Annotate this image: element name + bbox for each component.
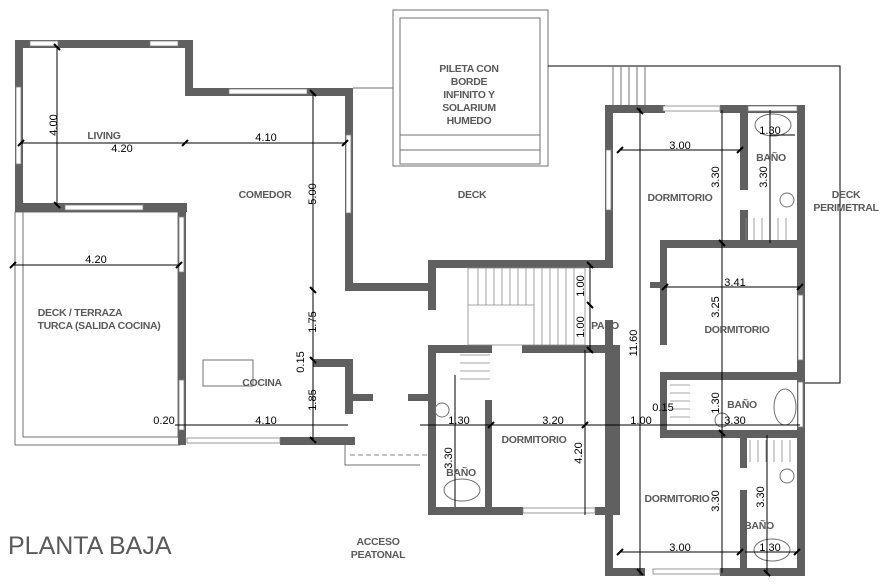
dim-dorm4-w: 3.00 [669, 542, 690, 554]
label-dormitorio-3: DORMITORIO [501, 434, 566, 446]
label-pool-3: INFINITO Y [443, 89, 495, 101]
dim-dorm3-w: 3.20 [542, 415, 563, 427]
pool-outline [353, 9, 549, 167]
label-acceso-1: ACCESO [356, 536, 399, 548]
dim-dorm2-h: 3.25 [710, 296, 722, 317]
dim-bano1-h: 3.30 [758, 166, 770, 187]
dim-deck-w: 4.20 [85, 254, 106, 266]
dim-paso-100b: 1.00 [575, 316, 587, 337]
dim-100: 1.00 [630, 415, 651, 427]
label-deck-terraza-2: TURCA (SALIDA COCINA) [38, 320, 161, 332]
dim-dorm4-h: 3.30 [710, 490, 722, 511]
label-deck-perimetral-1: DECK [832, 189, 861, 201]
label-living: LIVING [87, 130, 120, 142]
dim-cocina-185: 1.85 [307, 389, 319, 410]
dim-comedor-w: 4.10 [255, 132, 276, 144]
dimension-labels: 4.00 4.20 4.10 5.00 4.20 1.75 0.15 1.85 … [48, 114, 781, 554]
room-labels: LIVING COMEDOR COCINA DECK / TERRAZA TUR… [38, 63, 880, 561]
dim-cocina-015: 0.15 [295, 351, 307, 372]
label-dormitorio-1: DORMITORIO [647, 192, 712, 204]
dimension-ticks [9, 43, 804, 577]
label-dormitorio-2: DORMITORIO [704, 324, 769, 336]
label-bano-4: BAÑO [744, 519, 774, 532]
windows [15, 40, 804, 575]
deck-perimetral-outline [548, 65, 841, 384]
label-pool-5: HUMEDO [447, 115, 492, 127]
plan-title: PLANTA BAJA [8, 532, 172, 560]
dim-bano4-w: 1.30 [759, 542, 780, 554]
label-pool-2: BORDE [451, 76, 488, 88]
dim-bano2-h: 1.30 [710, 392, 722, 413]
dim-bano2-w: 3.30 [724, 415, 745, 427]
label-pool-4: SOLARIUM [442, 102, 496, 114]
stairs [202, 113, 797, 562]
label-acceso-2: PEATONAL [351, 549, 406, 561]
label-bano-3: BAÑO [446, 466, 476, 479]
label-bano-1: BAÑO [756, 151, 786, 164]
label-paso: PASO [591, 320, 619, 332]
dim-living-h: 4.00 [48, 114, 60, 135]
label-bano-2: BAÑO [727, 398, 757, 411]
dimension-lines [12, 47, 800, 575]
dim-cocina-175: 1.75 [307, 311, 319, 332]
dim-015: 0.15 [652, 402, 673, 414]
label-deck: DECK [458, 189, 487, 201]
dim-bano4-h: 3.30 [755, 486, 767, 507]
label-pool-1: PILETA CON [439, 63, 498, 75]
label-cocina: COCINA [242, 377, 282, 389]
dim-cocina-w: 4.10 [255, 415, 276, 427]
dim-paso-100a: 1.00 [575, 275, 587, 296]
dim-living-w: 4.20 [111, 143, 132, 155]
dim-bano3-h: 3.30 [443, 447, 455, 468]
dim-dorm1-h: 3.30 [710, 166, 722, 187]
label-comedor: COMEDOR [239, 189, 292, 201]
deck-terraza-outline [14, 211, 428, 466]
dim-cocina-020: 0.20 [153, 415, 174, 427]
dim-dorm3-h: 4.20 [573, 442, 585, 463]
label-dormitorio-4: DORMITORIO [644, 493, 709, 505]
dim-dorm1-w: 3.00 [669, 140, 690, 152]
label-deck-terraza-1: DECK / TERRAZA [38, 307, 123, 319]
dim-total-1160: 11.60 [628, 330, 640, 357]
label-deck-perimetral-2: PERIMETRAL [813, 202, 879, 214]
dim-comedor-h: 5.00 [307, 183, 319, 204]
dim-bano1-w: 1.30 [759, 125, 780, 137]
dim-bano3-w: 1.30 [448, 415, 469, 427]
dim-dorm2-w: 3.41 [724, 277, 745, 289]
